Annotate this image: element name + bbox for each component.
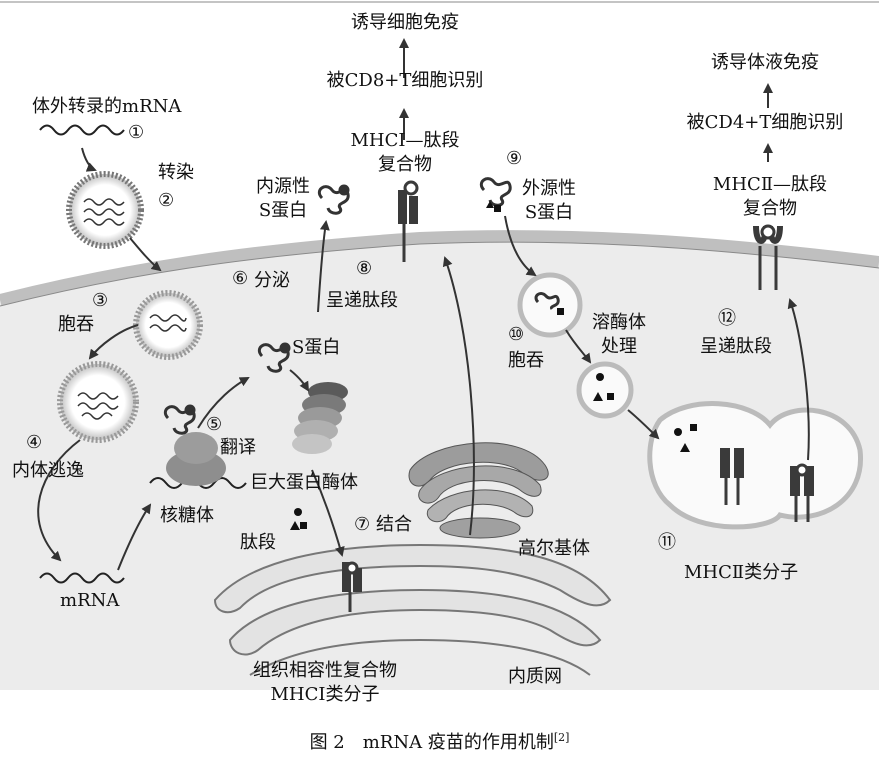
s-protein-exogenous [479, 177, 512, 212]
present-peptide-label-b: 呈递肽段 [700, 336, 772, 357]
mhc2-compartment-molecules [720, 448, 814, 522]
translation-label: 翻译 [220, 437, 256, 458]
cd8-recognition-label: 被CD8+T细胞识别 [326, 70, 484, 91]
figure-caption: 图 2 mRNA 疫苗的作用机制[2] [0, 728, 879, 754]
endosome [57, 361, 139, 443]
mhc2-compartment [647, 401, 863, 530]
pathway-arrows [37, 38, 810, 571]
golgi-apparatus [408, 442, 549, 539]
free-mrna-strand [39, 572, 125, 584]
step-1-marker: ① [128, 122, 145, 143]
endocytosis-label-a: 胞吞 [58, 314, 94, 335]
step-7-marker: ⑦ [354, 514, 371, 535]
endosome-escape-label: 内体逃逸 [12, 460, 84, 481]
endocytic-vesicle [133, 290, 203, 360]
step-5-marker: ⑤ [206, 414, 223, 435]
step-6-marker: ⑥ [232, 268, 249, 289]
mhc1-molecule-label-2: MHCⅠ类分子 [270, 684, 380, 705]
ivt-mrna-strand [39, 124, 125, 136]
endogenous-s-protein-label-1: 内源性 [256, 176, 310, 197]
s-protein-cytoplasm [257, 342, 291, 373]
exogenous-s-protein-label-2: S蛋白 [524, 202, 574, 223]
mhc1-complex-label-2: 复合物 [378, 154, 432, 175]
caption-reference: [2] [553, 731, 570, 744]
step-4-marker: ④ [26, 432, 43, 453]
peptides-label: 肽段 [240, 532, 276, 553]
mhc1-complex-label-1: MHCⅠ—肽段 [350, 130, 460, 151]
endocytosis-label-b: 胞吞 [508, 350, 544, 371]
endoplasmic-reticulum [213, 543, 612, 676]
proteasome [292, 382, 348, 454]
step-11-marker: ⑪ [658, 532, 676, 553]
ivt-mrna-label: 体外转录的mRNA [32, 96, 182, 117]
s-protein-endogenous-secreted [317, 184, 350, 215]
proteasome-label: 巨大蛋白酶体 [250, 472, 358, 493]
secretion-label: 分泌 [254, 270, 290, 291]
lipid-nanoparticle [66, 171, 144, 249]
step-12-marker: ⑫ [718, 308, 736, 329]
humoral-immunity-label: 诱导体液免疫 [711, 52, 819, 73]
cd4-recognition-label: 被CD4+T细胞识别 [686, 112, 844, 133]
s-protein-label: S蛋白 [292, 337, 341, 358]
s-protein-translated [163, 404, 196, 435]
step-10-marker: ⑩ [508, 324, 525, 345]
binding-label: 结合 [376, 514, 412, 535]
mrna-label: mRNA [60, 590, 120, 611]
exogenous-s-protein-label-1: 外源性 [522, 178, 576, 199]
mhc2-membrane [753, 224, 783, 290]
peptide-fragments [290, 508, 307, 530]
mhc1-molecule-label-1: 组织相容性复合物 [253, 660, 397, 681]
mhc2-complex-label-2: 复合物 [743, 198, 797, 219]
cellular-immunity-label: 诱导细胞免疫 [351, 12, 459, 33]
step-3-marker: ③ [92, 290, 109, 311]
ribosome [166, 432, 226, 486]
step-8-marker: ⑧ [356, 258, 373, 279]
exogenous-protein-vesicle [517, 272, 583, 338]
transfect-label: 转染 [158, 162, 194, 183]
lysosome-label-2: 处理 [601, 336, 637, 357]
er-label: 内质网 [508, 666, 562, 687]
lysosome-label-1: 溶酶体 [592, 312, 646, 333]
present-peptide-label-a: 呈递肽段 [326, 290, 398, 311]
lysosome-vesicle [576, 361, 634, 419]
mhc2-molecule-label: MHCⅡ类分子 [684, 562, 799, 583]
mhc1-er [342, 561, 362, 612]
step-2-marker: ② [158, 190, 175, 211]
golgi-label: 高尔基体 [518, 538, 590, 559]
mhc1-membrane [398, 180, 419, 262]
mhc2-complex-label-1: MHCⅡ—肽段 [712, 174, 828, 195]
step-9-marker: ⑨ [506, 148, 523, 169]
ribosome-label: 核糖体 [160, 505, 214, 526]
endogenous-s-protein-label-2: S蛋白 [258, 200, 308, 221]
caption-text: 图 2 mRNA 疫苗的作用机制 [309, 732, 554, 753]
